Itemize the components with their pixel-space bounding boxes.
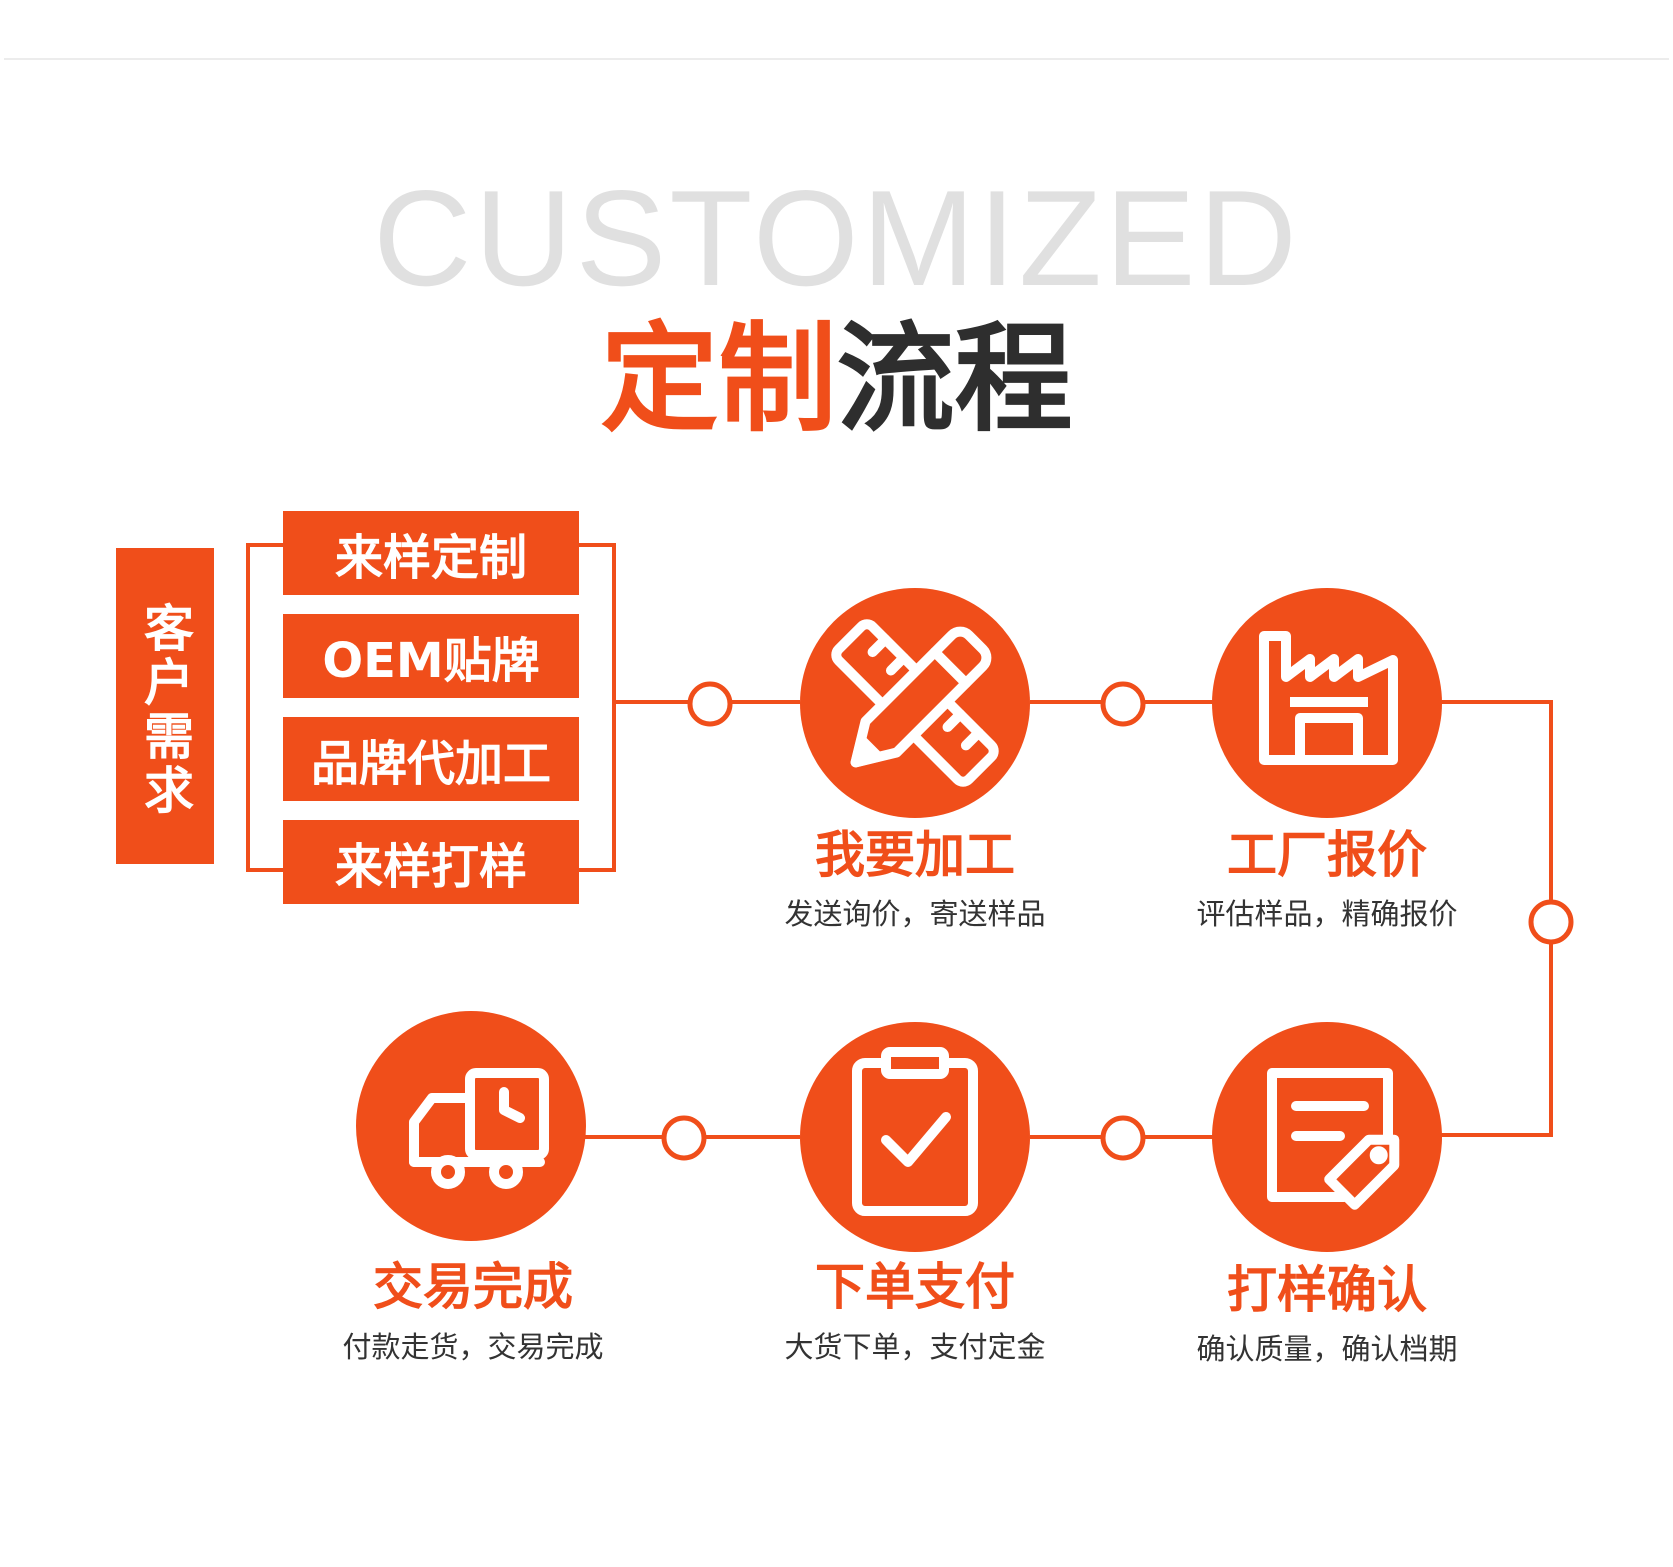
connector-node [661,1115,707,1161]
step-3-desc: 确认质量，确认档期 [1196,1332,1458,1366]
bracket-right [579,543,616,872]
pencil-ruler-icon [831,619,999,787]
step-4-name: 下单支付 [815,1258,1015,1316]
option-sample-custom: 来样定制 [334,530,527,586]
requirement-box [283,717,579,801]
english-heading: CUSTOMIZED [373,162,1300,314]
customer-demand-block [116,548,214,864]
step-5-desc: 付款走货，交易完成 [342,1330,604,1364]
title-rest: 流程 [836,310,1073,448]
factory-icon [1259,631,1398,765]
delivery-truck-icon [409,1068,549,1189]
requirement-box [283,511,579,595]
customer-demand-label: 客户需求 [136,602,194,818]
page-title: 定制流程 [0,320,1673,438]
connector-node [1100,681,1146,727]
title-accent: 定制 [600,310,837,448]
top-divider [4,58,1669,60]
connector-node [687,681,733,727]
document-tag-icon [1267,1068,1400,1210]
connector-node [1100,1115,1146,1161]
bracket-left [246,543,283,872]
step-2-name: 工厂报价 [1227,826,1427,884]
step-3-name: 打样确认 [1227,1261,1427,1319]
clipboard-check-icon [852,1047,978,1216]
step-4-desc: 大货下单，支付定金 [784,1330,1046,1364]
step-1-name: 我要加工 [815,826,1015,884]
requirement-boxes [283,511,579,904]
option-oem: OEM贴牌 [322,633,540,689]
option-sampling: 来样打样 [334,839,527,895]
option-brand-oem: 品牌代加工 [310,736,551,792]
connector-nodes [661,681,1574,1161]
requirement-box [283,820,579,904]
connector-node [1528,899,1574,945]
step-1-desc: 发送询价，寄送样品 [784,897,1046,931]
step-5-name: 交易完成 [373,1258,573,1316]
step-2-desc: 评估样品，精确报价 [1196,897,1458,931]
requirement-box [283,614,579,698]
